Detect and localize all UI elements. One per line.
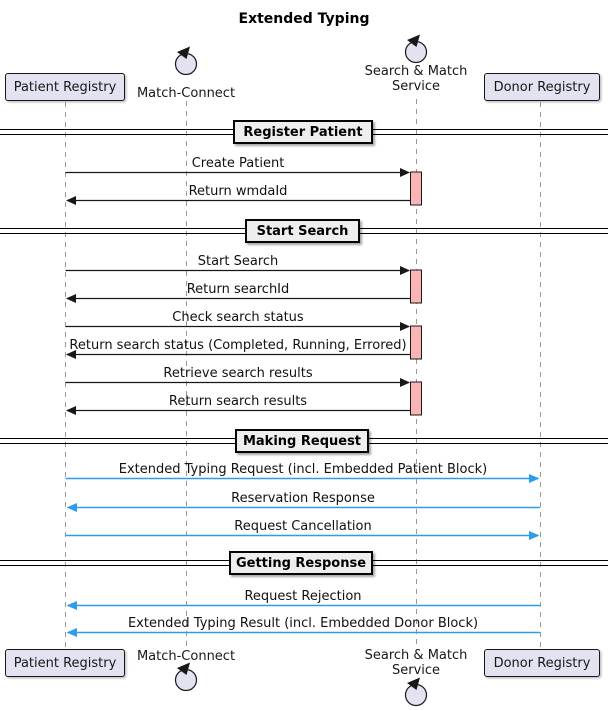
- message-label: Check search status: [172, 310, 304, 325]
- control-icon-match-connect-bottom: [174, 662, 198, 692]
- control-icon-search-match-top: [404, 34, 428, 64]
- control-icon-search-match-bottom: [404, 677, 428, 707]
- message-label: Extended Typing Result (incl. Embedded D…: [127, 616, 479, 631]
- activation-bar: [410, 381, 422, 416]
- participant-label-match-connect-top: Match-Connect: [136, 86, 236, 101]
- message-label: Return searchId: [186, 282, 290, 297]
- message-label: Reservation Response: [231, 491, 375, 506]
- arrow-start-search: [65, 266, 410, 275]
- arrow-return-search-results: [66, 406, 410, 415]
- arrow-reservation-response: [66, 503, 540, 512]
- message-label: Extended Typing Request (incl. Embedded …: [118, 462, 488, 477]
- arrow-request-cancellation: [65, 531, 540, 540]
- message-label: Create Patient: [191, 156, 285, 171]
- activation-bar: [410, 269, 422, 304]
- message-label: Return search results: [168, 394, 308, 409]
- divider-register-patient: Register Patient: [233, 120, 373, 144]
- arrow-check-search-status: [65, 322, 410, 331]
- message-label: Request Rejection: [244, 589, 362, 604]
- arrow-request-rejection: [66, 601, 540, 610]
- participant-box-patient-registry-bottom: Patient Registry: [5, 649, 125, 677]
- message-label: Retrieve search results: [163, 366, 313, 381]
- divider-label: Start Search: [256, 223, 349, 239]
- participant-label: Patient Registry: [13, 655, 117, 671]
- control-icon-match-connect-top: [174, 46, 198, 76]
- message-label: Start Search: [197, 254, 279, 269]
- divider-label: Getting Response: [235, 555, 367, 571]
- participant-label-match-connect-bottom: Match-Connect: [136, 649, 236, 664]
- participant-label: Donor Registry: [493, 79, 591, 95]
- participant-label: Donor Registry: [493, 655, 591, 671]
- divider-start-search: Start Search: [245, 219, 360, 243]
- participant-label-search-match-bottom: Search & Match Service: [364, 648, 468, 678]
- participant-box-donor-registry-bottom: Donor Registry: [484, 649, 600, 677]
- divider-label: Making Request: [242, 433, 362, 449]
- message-label: Request Cancellation: [234, 519, 372, 534]
- participant-label: Patient Registry: [13, 79, 117, 95]
- activation-bar: [410, 325, 422, 360]
- participant-label-search-match-top: Search & Match Service: [364, 64, 468, 94]
- diagram-title: Extended Typing: [238, 11, 370, 27]
- arrow-return-searchid: [66, 294, 410, 303]
- divider-label: Register Patient: [243, 124, 363, 140]
- activation-bar: [410, 171, 422, 206]
- arrow-return-search-status: [66, 350, 410, 359]
- arrow-extended-typing-request: [65, 474, 540, 483]
- participant-box-donor-registry-top: Donor Registry: [484, 73, 600, 101]
- arrow-create-patient: [65, 168, 410, 177]
- divider-making-request: Making Request: [235, 429, 369, 453]
- message-label: Return wmdaId: [188, 184, 288, 199]
- arrow-return-wmdaid: [66, 196, 410, 205]
- divider-getting-response: Getting Response: [229, 551, 373, 575]
- participant-box-patient-registry-top: Patient Registry: [5, 73, 125, 101]
- arrow-retrieve-search-results: [65, 378, 410, 387]
- message-label: Return search status (Completed, Running…: [69, 338, 407, 353]
- arrow-extended-typing-result: [66, 628, 540, 637]
